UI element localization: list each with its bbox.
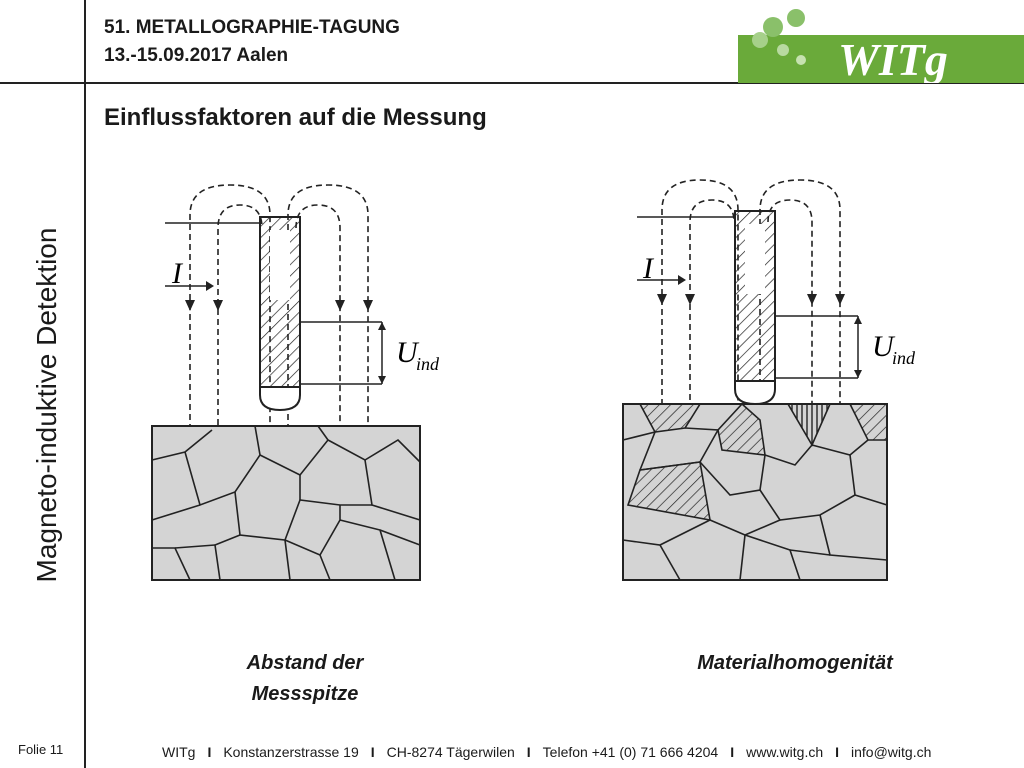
- conference-header: 51. METALLOGRAPHIE-TAGUNG 13.-15.09.2017…: [104, 14, 400, 70]
- footer-city: CH-8274 Tägerwilen: [386, 744, 515, 760]
- footer-separator: I: [526, 744, 531, 760]
- footer-web: www.witg.ch: [746, 744, 824, 760]
- footer-email: info@witg.ch: [851, 744, 932, 760]
- footer: WITg I Konstanzerstrasse 19 I CH-8274 Tägerw…: [162, 744, 931, 760]
- caption-material-homogeneity: Materialhomogenität: [697, 652, 893, 674]
- footer-address: Konstanzerstrasse 19: [223, 744, 359, 760]
- vertical-divider: [84, 0, 86, 768]
- current-label: I: [171, 257, 184, 290]
- voltage-label: U: [396, 336, 420, 369]
- footer-separator: I: [835, 744, 840, 760]
- slide-title: Einflussfaktoren auf die Messung: [104, 104, 487, 131]
- slide-number: Folie 11: [18, 742, 64, 757]
- caption-line-2: Messspitze: [251, 683, 359, 705]
- current-label-right: I: [642, 252, 655, 285]
- voltage-subscript: ind: [416, 354, 440, 374]
- probe-distance-diagram: I U ind: [151, 184, 440, 581]
- conference-dates: 13.-15.09.2017 Aalen: [104, 45, 289, 66]
- logo-text: WITg: [838, 34, 948, 83]
- caption-probe-distance: Abstand der Messspitze: [210, 648, 400, 710]
- conference-name: 51. METALLOGRAPHIE-TAGUNG: [104, 17, 400, 38]
- footer-separator: I: [370, 744, 375, 760]
- material-homogeneity-diagram: I U ind: [622, 179, 916, 581]
- footer-company: WITg: [162, 744, 196, 760]
- voltage-subscript-right: ind: [892, 348, 916, 368]
- caption-line-1: Abstand der: [246, 652, 364, 674]
- footer-phone: Telefon +41 (0) 71 666 4204: [542, 744, 719, 760]
- side-label: Magneto-induktive Detektion: [31, 227, 62, 583]
- footer-separator: I: [207, 744, 212, 760]
- witg-logo: WITg: [738, 9, 1024, 83]
- voltage-label-right: U: [872, 330, 896, 363]
- footer-separator: I: [730, 744, 735, 760]
- header-divider: [0, 82, 1024, 84]
